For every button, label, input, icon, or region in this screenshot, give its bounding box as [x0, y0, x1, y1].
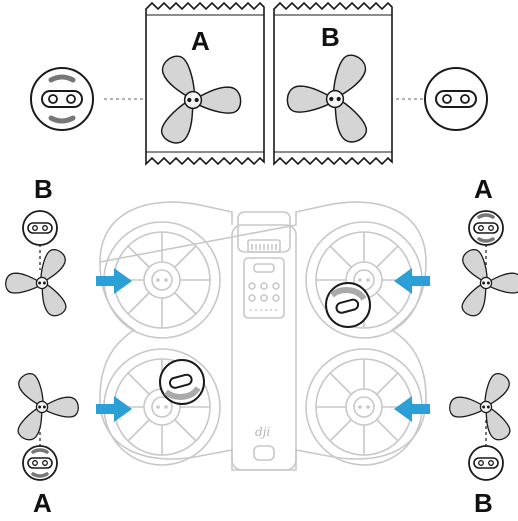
- motor-mark-detail-bottom-left-icon: [159, 359, 205, 405]
- pack-b-label: B: [321, 22, 340, 52]
- arrow-top-right-icon: [394, 268, 430, 294]
- propeller-bottom-left: [14, 369, 79, 481]
- hub-detail-b-icon: [424, 67, 488, 131]
- top-right-label: A: [474, 174, 493, 204]
- arrow-bottom-left-icon: [96, 396, 132, 422]
- propeller-top-left: [5, 210, 70, 320]
- hub-detail-a-icon: [30, 67, 94, 131]
- install-arrows: [96, 268, 430, 422]
- propeller-top-right: [458, 210, 518, 320]
- motor-mark-detail-top-right-icon: [325, 282, 371, 328]
- drone-body: [99, 201, 427, 471]
- arrow-top-left-icon: [96, 268, 132, 294]
- motor-dots: [156, 278, 370, 409]
- propeller-a-in-pack: [157, 51, 242, 149]
- bottom-right-label: B: [474, 488, 493, 518]
- propeller-b-in-pack: [286, 50, 371, 148]
- arrow-bottom-right-icon: [394, 396, 430, 422]
- pack-a-label: A: [191, 26, 210, 56]
- bottom-left-label: A: [33, 488, 52, 518]
- propeller-bottom-right: [449, 369, 514, 481]
- brand-logo: dji: [255, 425, 271, 439]
- top-left-label: B: [34, 174, 53, 204]
